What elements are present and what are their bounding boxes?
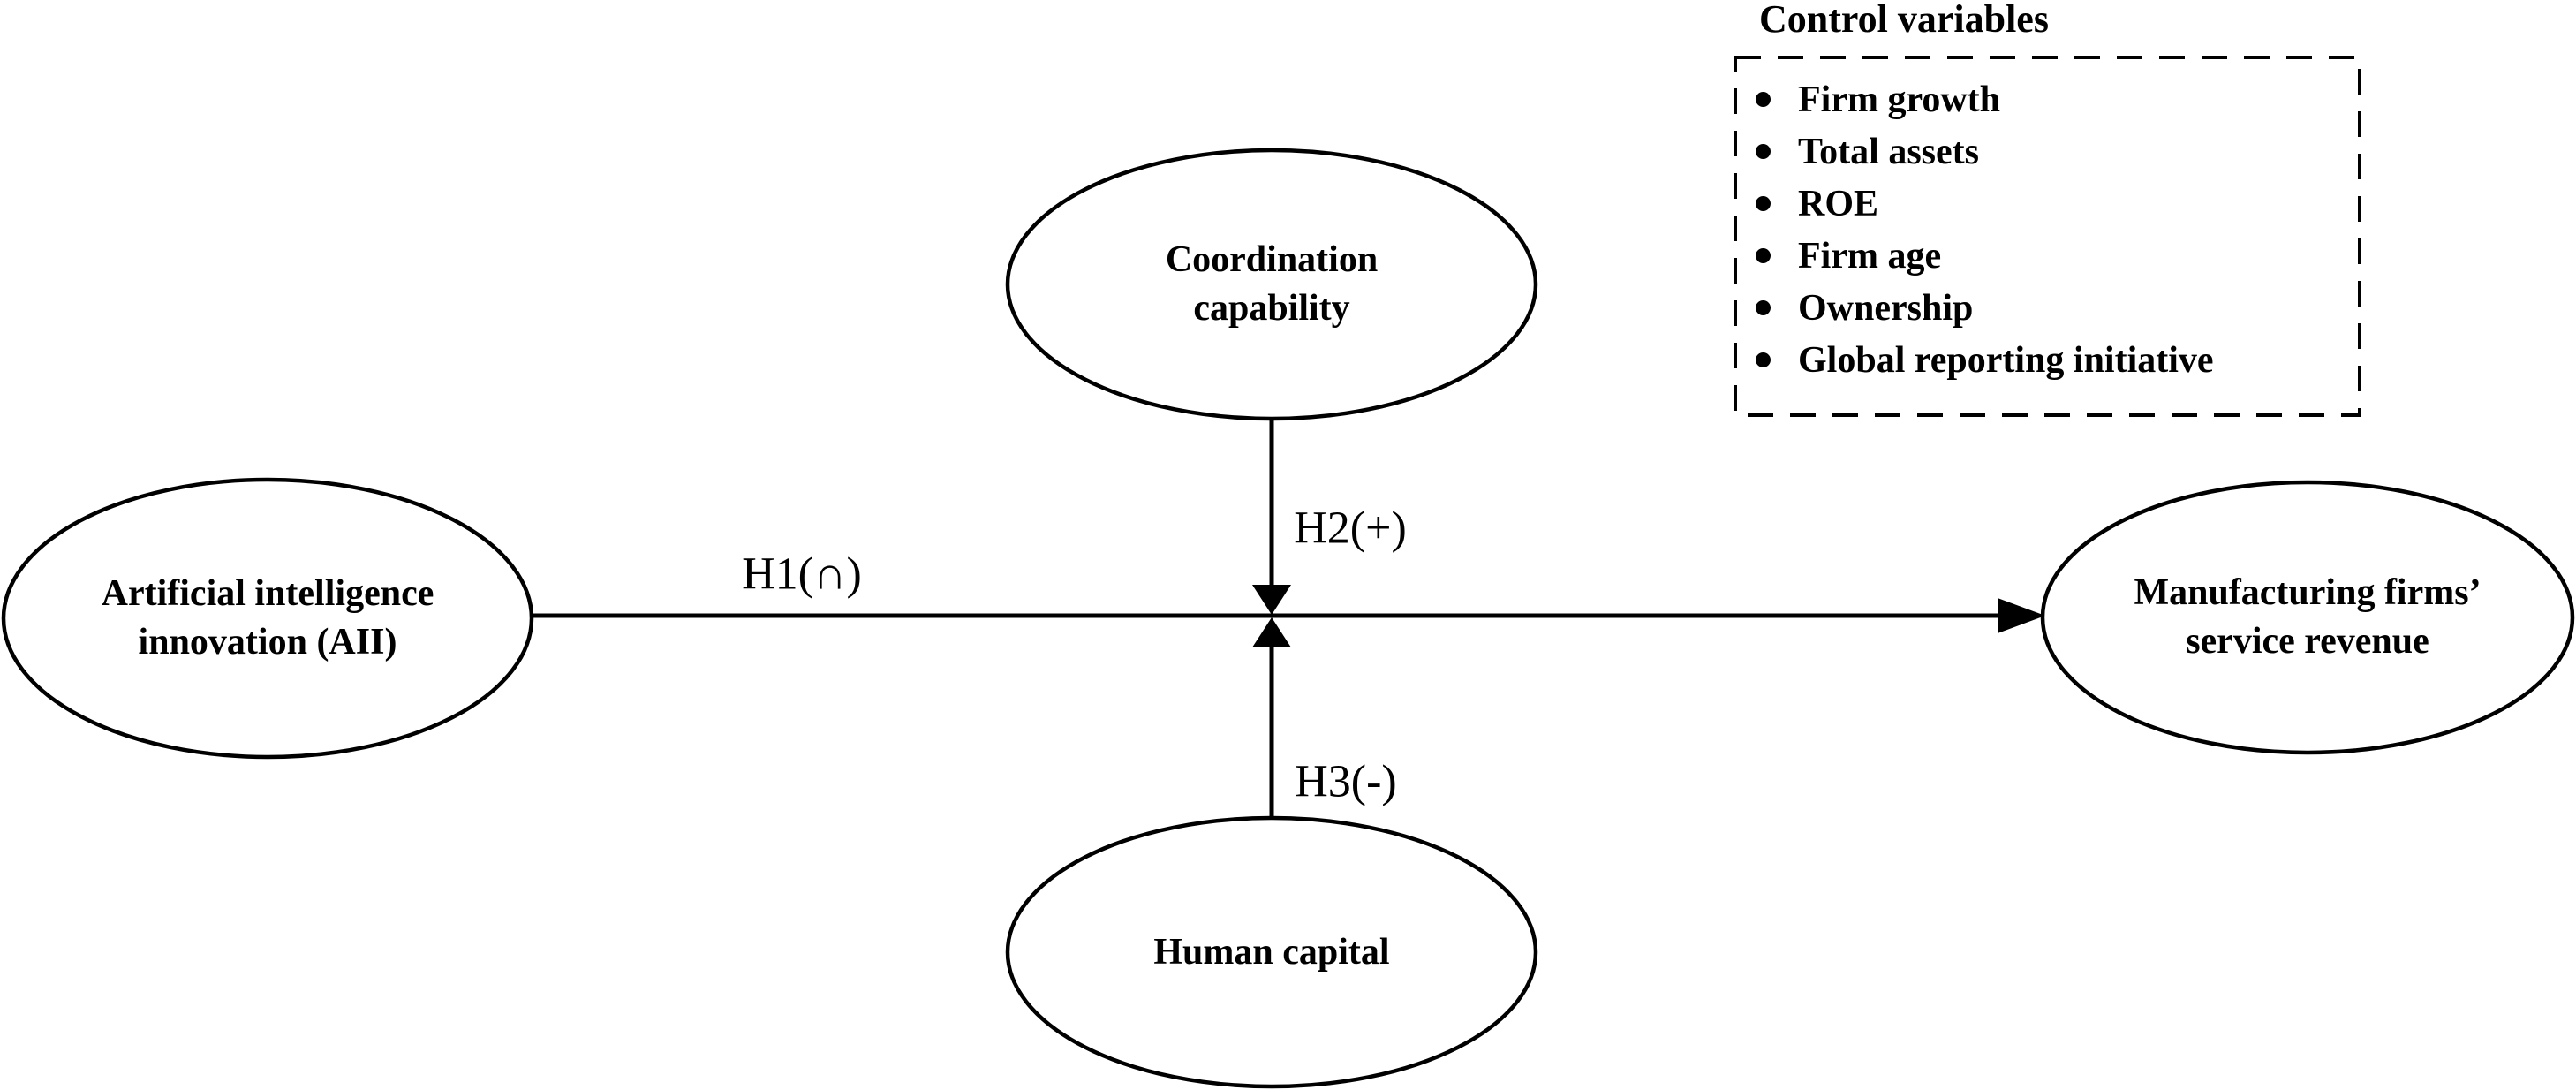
outcome-node: Manufacturing firms’ service revenue [2043,482,2572,753]
aii-node-label-line2: innovation (AII) [138,622,397,662]
list-item: Global reporting initiative [1756,334,2338,386]
outcome-node-ellipse [2040,480,2575,755]
control-item-label: ROE [1798,183,1879,224]
h2-label: H2(+) [1294,503,1407,554]
human-node-label: Human capital [1153,931,1390,973]
list-item: ROE [1756,178,2338,230]
h1-arrowhead-right-icon [1998,598,2045,633]
control-item-label: Firm growth [1798,79,2001,120]
h3-label: H3(-) [1295,756,1397,807]
h2-arrowhead-down-icon [1252,585,1291,615]
bullet-icon [1756,300,1771,315]
aii-node-label-line1: Artificial intelligence [101,573,434,615]
control-variables-title: Control variables [1759,0,2049,41]
coordination-node-label-line2: capability [1193,288,1350,329]
outcome-node-label-line1: Manufacturing firms’ [2134,572,2482,614]
aii-node-ellipse [1,477,534,760]
coordination-node-label-line1: Coordination [1165,239,1379,281]
control-item-label: Ownership [1798,287,1974,329]
control-item-label: Firm age [1798,235,1942,276]
bullet-icon [1756,196,1771,211]
human-node: Human capital [1007,818,1537,1086]
bullet-icon [1756,92,1771,107]
control-item-label: Total assets [1798,131,1979,172]
bullet-icon [1756,248,1771,263]
list-item: Total assets [1756,125,2338,178]
list-item: Ownership [1756,282,2338,334]
bullet-icon [1756,352,1771,367]
h1-label: H1(∩) [742,549,862,600]
coordination-node: Coordination capability [1007,150,1537,419]
control-variables-box [1734,56,2361,417]
list-item: Firm age [1756,230,2338,282]
h3-arrowhead-up-icon [1252,617,1291,647]
list-item: Firm growth [1756,73,2338,125]
bullet-icon [1756,144,1771,159]
control-item-label: Global reporting initiative [1798,339,2214,381]
control-variables-list: Firm growth Total assets ROE Firm age Ow… [1756,73,2338,386]
coordination-node-ellipse [1005,148,1538,421]
outcome-node-label-line2: service revenue [2186,621,2429,662]
human-node-ellipse [1005,815,1538,1089]
aii-node: Artificial intelligence innovation (AII) [3,480,533,757]
